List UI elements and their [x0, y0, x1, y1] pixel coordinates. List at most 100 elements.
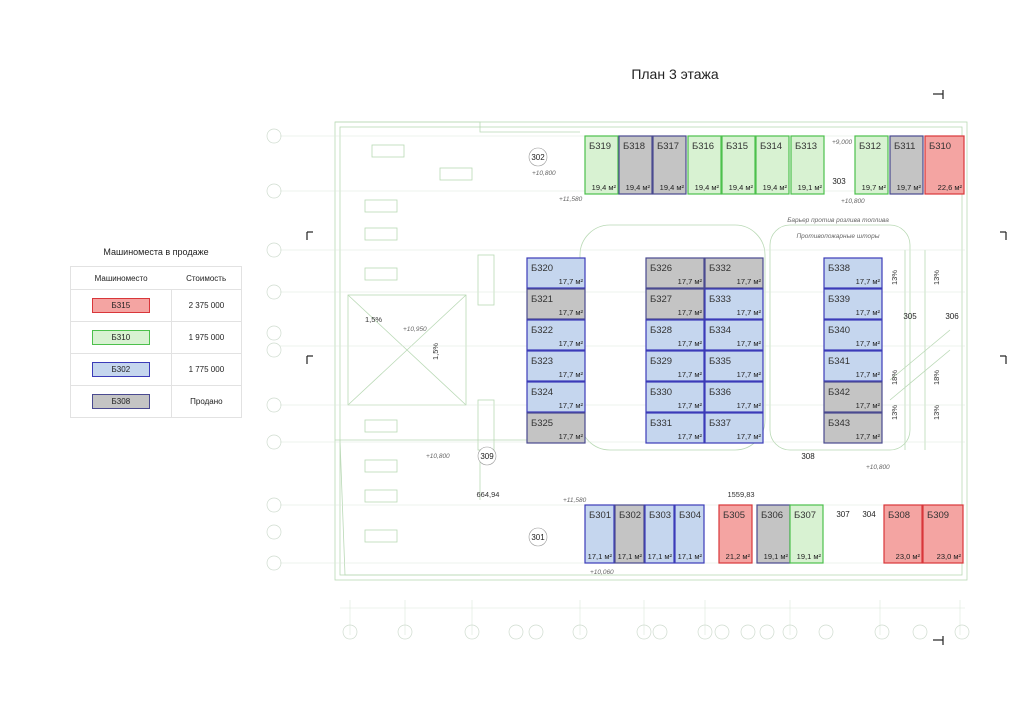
- slope-mark: 18%: [890, 370, 899, 385]
- spot-box: [645, 412, 705, 444]
- parking-spot-Б323[interactable]: Б323 17,7 м²: [526, 350, 586, 382]
- elevation-mark: +11,580: [563, 497, 587, 504]
- spot-label: Б323: [531, 356, 553, 367]
- spot-label: Б327: [650, 294, 672, 305]
- spot-label: Б307: [794, 510, 816, 521]
- spot-label: Б305: [723, 510, 745, 521]
- slope-mark: 13%: [932, 270, 941, 285]
- spot-label: Б326: [650, 263, 672, 274]
- spot-label: Б309: [927, 510, 949, 521]
- slope-mark: 1,5%: [431, 343, 440, 360]
- room-number: 307: [836, 510, 850, 519]
- spot-box: [614, 504, 645, 564]
- spot-area: 17,7 м²: [559, 370, 584, 379]
- spot-area: 17,1 м²: [678, 552, 703, 561]
- parking-spot-Б316[interactable]: Б316 19,4 м²: [687, 135, 722, 195]
- spot-label: Б306: [761, 510, 783, 521]
- spot-box: [823, 350, 883, 382]
- spot-box: [823, 319, 883, 351]
- spot-label: Б308: [888, 510, 910, 521]
- parking-spot-Б335[interactable]: Б335 17,7 м²: [704, 350, 764, 382]
- elevation-mark: +11,580: [559, 196, 583, 203]
- spot-box: [674, 504, 705, 564]
- spot-area: 17,7 м²: [737, 370, 762, 379]
- legend-swatch-red: Б315: [91, 298, 150, 313]
- room-number: 304: [862, 510, 876, 519]
- spot-area: 19,1 м²: [764, 552, 789, 561]
- spot-label: Б316: [692, 141, 714, 152]
- room-marker: [528, 527, 548, 547]
- spot-label: Б336: [709, 387, 731, 398]
- spot-label: Б334: [709, 325, 731, 336]
- spot-box: [718, 504, 753, 564]
- spot-label: Б342: [828, 387, 850, 398]
- room-marker: [528, 147, 548, 167]
- spot-area: 19,1 м²: [798, 183, 823, 192]
- spot-area: 19,4 м²: [660, 183, 685, 192]
- spot-area: 19,7 м²: [897, 183, 922, 192]
- spot-label: Б329: [650, 356, 672, 367]
- spot-label: Б333: [709, 294, 731, 305]
- spot-label: Б304: [679, 510, 701, 521]
- spot-box: [721, 135, 756, 195]
- spot-label: Б337: [709, 418, 731, 429]
- spot-box: [526, 257, 586, 289]
- legend-col-price: Стоимость: [171, 266, 243, 290]
- legend-title: Машиноместа в продаже: [103, 247, 209, 257]
- elevation-mark: +10,800: [532, 170, 556, 177]
- spot-area: 19,7 м²: [862, 183, 887, 192]
- room-number: 306: [945, 312, 959, 321]
- spot-area: 19,4 м²: [695, 183, 720, 192]
- parking-spot-Б306[interactable]: Б306 19,1 м²: [756, 504, 791, 564]
- legend-price: Продано: [171, 385, 243, 418]
- parking-spot-Б304[interactable]: Б304 17,1 м²: [674, 504, 705, 564]
- spot-box: [704, 288, 764, 320]
- slope-mark: 13%: [932, 405, 941, 420]
- spot-box: [790, 135, 825, 195]
- spot-label: Б313: [795, 141, 817, 152]
- parking-spot-Б313[interactable]: Б313 19,1 м²: [790, 135, 825, 195]
- spot-label: Б322: [531, 325, 553, 336]
- spot-label: Б320: [531, 263, 553, 274]
- room-number: 309: [480, 452, 494, 461]
- spot-label: Б335: [709, 356, 731, 367]
- spot-area: 17,7 м²: [856, 308, 881, 317]
